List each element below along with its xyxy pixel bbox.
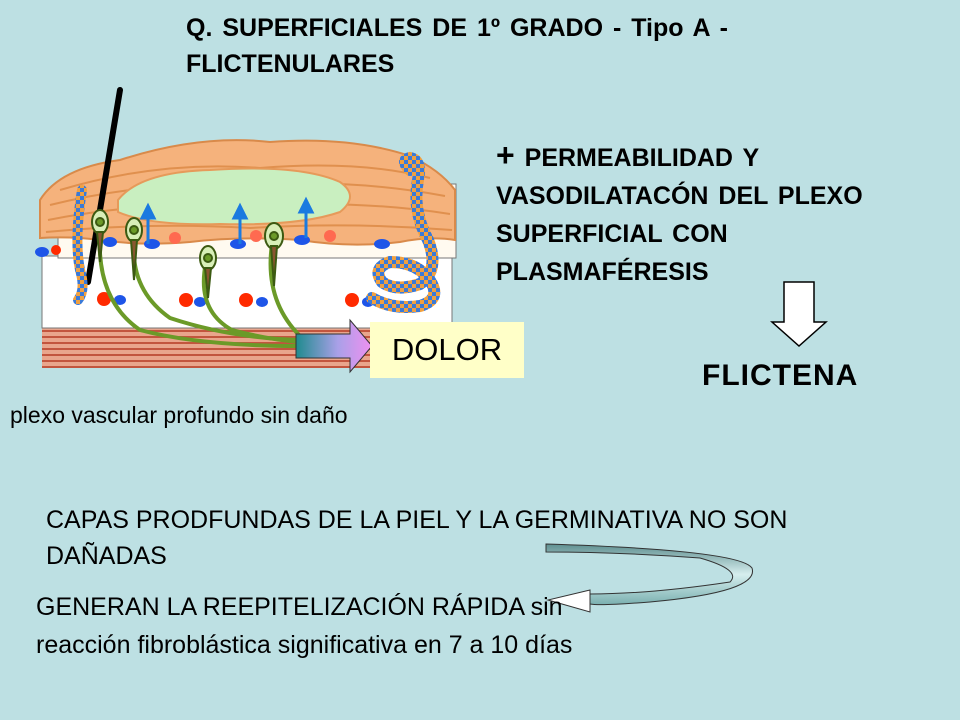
sweat-gland [366,151,441,313]
blister-fluid [117,167,351,226]
deep-layers-text: CAPAS PRODFUNDAS DE LA PIEL Y LA GERMINA… [46,506,788,570]
flictena-label: FLICTENA [702,359,859,392]
nerve-endings [91,209,284,299]
deep-plexus-vessels [97,292,374,307]
hair-shaft [85,87,123,285]
down-arrow-icon [770,281,828,348]
plus-sign: + [496,137,515,173]
hair-follicle [72,185,88,305]
superficial-vessels [35,230,390,257]
deep-plexus-caption: plexo vascular profundo sin daño [10,402,348,428]
reepithelialization-text: GENERAN LA REEPITELIZACIÓN RÁPIDA sin re… [36,593,573,659]
permeability-text: PERMEABILIDAD Y VASODILATACÓN DEL PLEXO … [496,144,863,286]
dolor-arrow [295,318,373,374]
slide-title: Q. SUPERFICIALES DE 1º GRADO - Tipo A - … [186,14,728,78]
curved-return-arrow [545,543,754,613]
permeability-arrows [139,196,315,244]
dolor-label: DOLOR [370,322,524,378]
permeability-text-block: + PERMEABILIDAD Y VASODILATACÓN DEL PLEX… [496,136,936,291]
